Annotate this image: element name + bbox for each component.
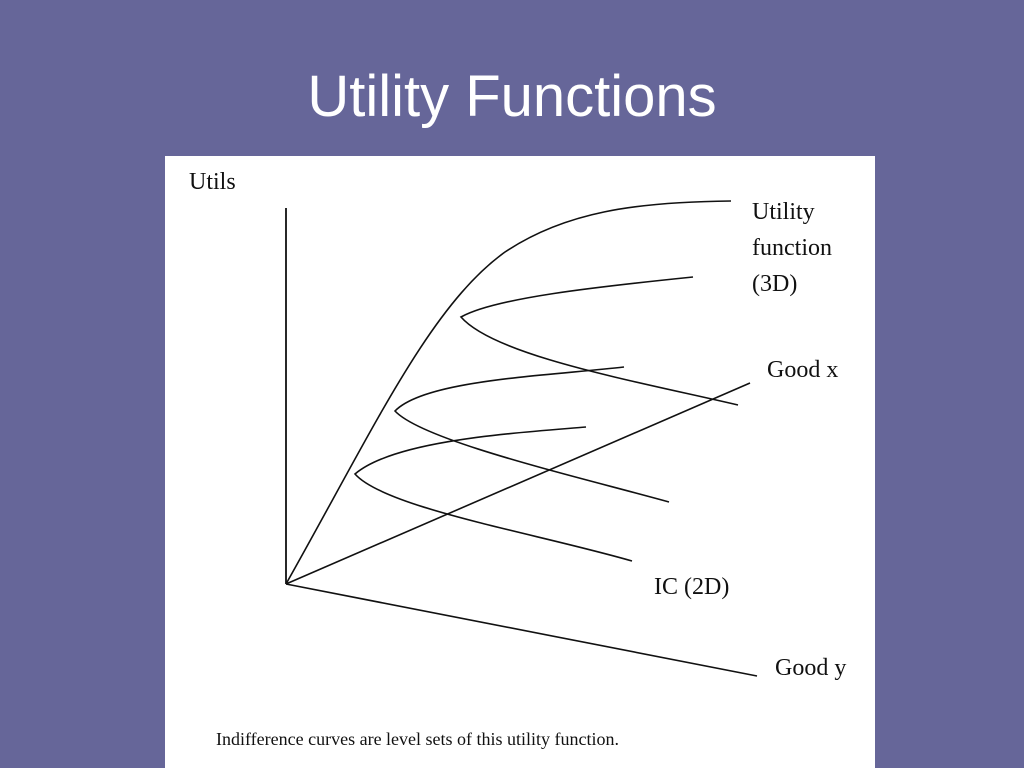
utility-function-label-line3: (3D) bbox=[752, 271, 797, 297]
good-x-axis bbox=[285, 382, 751, 585]
indifference-curve-bottom bbox=[353, 426, 633, 562]
diagram-caption: Indifference curves are level sets of th… bbox=[216, 729, 619, 749]
utils-axis-label: Utils bbox=[189, 169, 236, 195]
good-y-axis bbox=[285, 583, 758, 677]
utility-diagram-panel: Utils Utility function (3D) Good x IC (2… bbox=[165, 156, 875, 768]
utility-function-label-line1: Utility bbox=[752, 199, 815, 225]
good-x-axis-label: Good x bbox=[767, 357, 838, 383]
utility-function-label-line2: function bbox=[752, 235, 832, 261]
utility-diagram: Utils Utility function (3D) Good x IC (2… bbox=[189, 169, 846, 749]
slide-title: Utility Functions bbox=[307, 64, 717, 129]
indifference-curve-middle bbox=[393, 366, 670, 503]
indifference-curve-label: IC (2D) bbox=[654, 574, 729, 600]
utility-function-curve bbox=[285, 200, 732, 585]
good-y-axis-label: Good y bbox=[775, 655, 846, 681]
indifference-curve-top bbox=[459, 276, 739, 406]
